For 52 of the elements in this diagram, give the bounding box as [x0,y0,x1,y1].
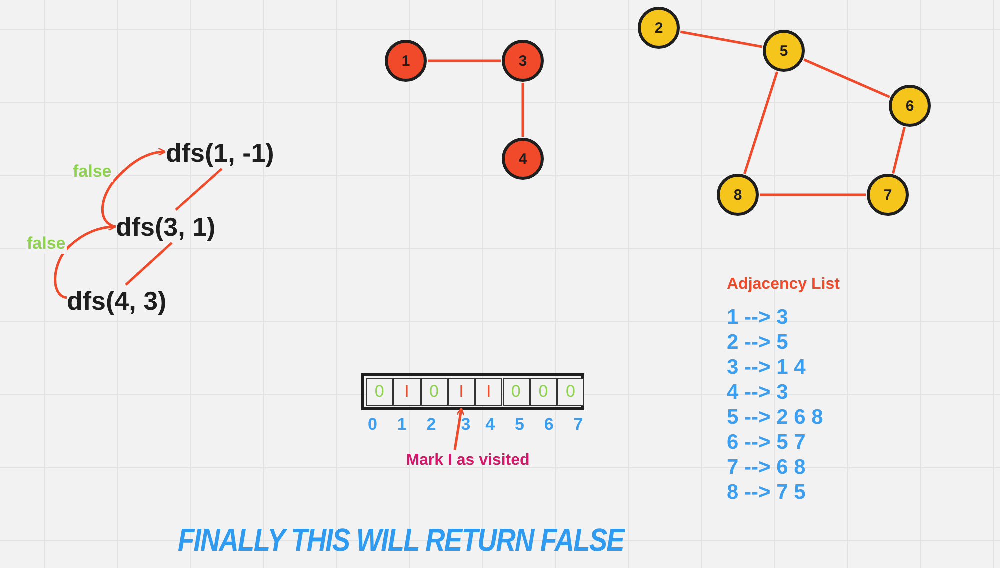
index-number: 6 [544,415,554,435]
adjacency-entry: 2 --> 5 [727,331,788,355]
graph-vertex: 5 [763,30,805,72]
edge-label: false [72,162,113,182]
connector-line [804,58,890,98]
function-call: dfs(1, -1) [166,137,282,169]
arrow [102,148,166,228]
adjacency-entry: 5 --> 2 6 8 [727,406,824,430]
index-number: 3 [461,415,471,435]
adjacency-entry: 6 --> 5 7 [727,431,806,455]
function-call: dfs(4, 3) [67,285,173,317]
connector-line [175,168,223,211]
index-number: 4 [486,415,496,435]
adjacency-entry: 4 --> 3 [727,381,788,405]
annotation-text: Mark I as visited [398,450,538,472]
array-cell: 0 [420,378,448,406]
index-number: 1 [397,415,407,435]
connector-line [680,30,763,48]
graph-vertex: 8 [717,174,759,216]
index-number: 0 [368,415,378,435]
connector-line [428,60,501,62]
adjacency-entry: 8 --> 7 5 [727,481,806,505]
function-call: dfs(3, 1) [116,211,222,243]
graph-vertex: 2 [638,7,680,49]
array-cell: 0 [530,378,558,406]
connector-line [892,127,906,174]
arrow [454,408,465,450]
adjacency-entry: 3 --> 1 4 [727,356,806,380]
connector-line [125,242,173,286]
adjacency-entry: 1 --> 3 [727,306,788,330]
array-cell: I [393,378,421,406]
graph-vertex: 6 [889,85,931,127]
edge-label: false [26,234,67,254]
array-cell: I [448,378,476,406]
connector-line [744,72,778,174]
connector-line [760,194,866,196]
array-cell: 0 [366,378,394,406]
adjacency-entry: 7 --> 6 8 [727,456,806,480]
graph-vertex: 1 [385,40,427,82]
index-number: 7 [574,415,584,435]
caption: FINALLY THIS WILL RETURN FALSE [178,522,624,559]
graph-vertex: 4 [502,138,544,180]
index-number: 5 [515,415,524,435]
list-heading: Adjacency List [727,276,840,294]
array-cell: 0 [502,378,530,406]
graph-vertex: 3 [502,40,544,82]
index-number: 2 [426,415,436,435]
array-cell: 0 [557,378,584,406]
graph-vertex: 7 [867,174,909,216]
array-cell: I [475,378,502,406]
arrow [54,223,116,300]
connector-line [522,83,524,137]
